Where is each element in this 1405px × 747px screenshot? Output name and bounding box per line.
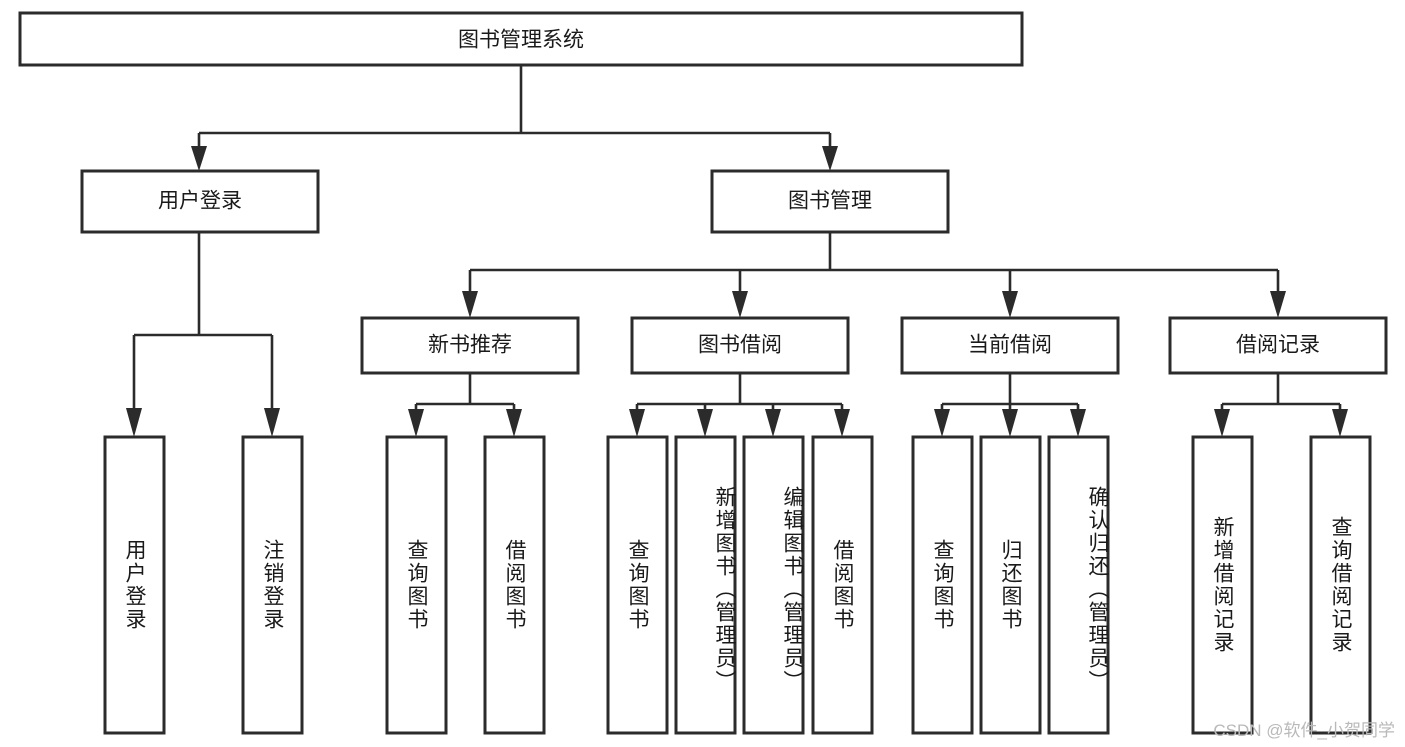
leaf-box-book-borrow-1[interactable] (606, 435, 669, 735)
leaf-box-borrow-record-1[interactable] (1191, 435, 1254, 735)
arrow-head-level2-2 (732, 291, 748, 318)
node-book-borrow[interactable]: 图书借阅 (630, 316, 850, 375)
leaf-group-book-borrow (606, 435, 874, 735)
node-current-borrow-box[interactable] (900, 316, 1120, 375)
node-user-login-label: 用户登录 (158, 190, 242, 213)
arrow-head-leaf-book-borrow-4 (834, 409, 850, 437)
leaf-group-borrow-record (1191, 435, 1372, 735)
connector-group-user-login (126, 232, 280, 437)
node-borrow-record-label: 借阅记录 (1236, 334, 1320, 357)
leaf-box-book-borrow-3[interactable] (742, 435, 805, 735)
leaf-group-new-book-recommend (385, 435, 546, 735)
arrow-head-leaf-user-login-1 (126, 408, 142, 437)
arrow-head-user-login (191, 146, 207, 171)
node-current-borrow-label: 当前借阅 (968, 334, 1052, 357)
node-new-book-recommend-label: 新书推荐 (428, 334, 512, 357)
leaf-box-user-login-2[interactable] (241, 435, 304, 735)
node-book-borrow-label: 图书借阅 (698, 334, 782, 357)
connector-group-book-manage (462, 232, 1286, 318)
connector-group-root (191, 65, 838, 171)
arrow-head-leaf-new-book-1 (408, 409, 424, 437)
arrow-head-leaf-new-book-2 (506, 409, 522, 437)
arrow-head-leaf-current-borrow-2 (1002, 409, 1018, 437)
node-root-label: 图书管理系统 (458, 29, 584, 52)
node-borrow-record-box[interactable] (1168, 316, 1388, 375)
leaf-box-new-book-2[interactable] (483, 435, 546, 735)
arrow-head-leaf-book-borrow-2 (697, 409, 713, 437)
connector-group-new-book (408, 373, 522, 437)
connector-group-book-borrow (629, 373, 850, 437)
leaf-box-current-borrow-1[interactable] (911, 435, 974, 735)
node-book-manage-box[interactable] (710, 169, 950, 234)
csdn-watermark: CSDN @软件_小贺同学 (1213, 721, 1395, 740)
node-new-book-recommend-box[interactable] (360, 316, 580, 375)
leaf-box-book-borrow-4[interactable] (811, 435, 874, 735)
arrow-head-leaf-user-login-2 (264, 408, 280, 437)
node-book-manage[interactable]: 图书管理 (710, 169, 950, 234)
connector-group-current-borrow (934, 373, 1086, 437)
leaf-box-current-borrow-3[interactable] (1047, 435, 1110, 735)
node-book-manage-label: 图书管理 (788, 190, 872, 213)
arrow-head-level2-4 (1270, 291, 1286, 318)
leaf-box-borrow-record-2[interactable] (1309, 435, 1372, 735)
arrow-head-leaf-borrow-record-2 (1332, 409, 1348, 437)
node-user-login[interactable]: 用户登录 (80, 169, 320, 234)
node-current-borrow[interactable]: 当前借阅 (900, 316, 1120, 375)
arrow-head-leaf-book-borrow-3 (765, 409, 781, 437)
arrow-head-leaf-book-borrow-1 (629, 409, 645, 437)
node-user-login-box[interactable] (80, 169, 320, 234)
node-borrow-record[interactable]: 借阅记录 (1168, 316, 1388, 375)
leaf-group-current-borrow (911, 435, 1110, 735)
leaf-box-new-book-1[interactable] (385, 435, 448, 735)
arrow-head-leaf-current-borrow-1 (934, 409, 950, 437)
node-book-borrow-box[interactable] (630, 316, 850, 375)
connector-group-borrow-record (1214, 373, 1348, 437)
arrow-head-level2-1 (462, 291, 478, 318)
arrow-head-book-manage (822, 146, 838, 171)
node-root[interactable]: 图书管理系统 (18, 11, 1024, 67)
leaf-box-user-login-1[interactable] (103, 435, 166, 735)
arrow-head-leaf-current-borrow-3 (1070, 409, 1086, 437)
leaf-box-book-borrow-2[interactable] (674, 435, 737, 735)
leaf-group-user-login (103, 435, 304, 735)
arrow-head-level2-3 (1002, 291, 1018, 318)
node-new-book-recommend[interactable]: 新书推荐 (360, 316, 580, 375)
arrow-head-leaf-borrow-record-1 (1214, 409, 1230, 437)
leaf-box-current-borrow-2[interactable] (979, 435, 1042, 735)
node-root-box[interactable] (18, 11, 1024, 67)
